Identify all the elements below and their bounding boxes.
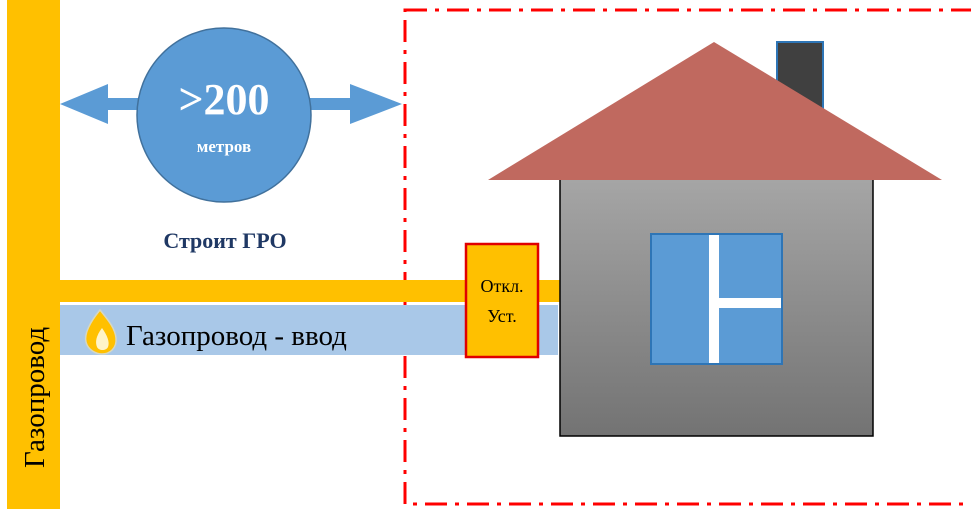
distance-value: >200 (178, 75, 269, 124)
builder-label: Строит ГРО (163, 228, 286, 253)
shutoff-device-line1: Откл. (480, 276, 523, 296)
house-icon (488, 41, 942, 437)
house-window (650, 233, 783, 365)
shutoff-device (464, 242, 540, 359)
distance-circle (136, 27, 312, 203)
main-pipe (7, 0, 60, 509)
main-pipe-label: Газопровод (19, 327, 51, 468)
distance-unit: метров (197, 137, 251, 156)
inlet-pipe-label: Газопровод - ввод (126, 320, 347, 352)
branch-pipe (60, 280, 566, 302)
flame-icon (84, 308, 117, 355)
double-arrow-icon (60, 84, 402, 124)
property-boundary (403, 8, 971, 506)
shutoff-device-line2: Уст. (487, 306, 517, 326)
house-roof (488, 42, 942, 180)
